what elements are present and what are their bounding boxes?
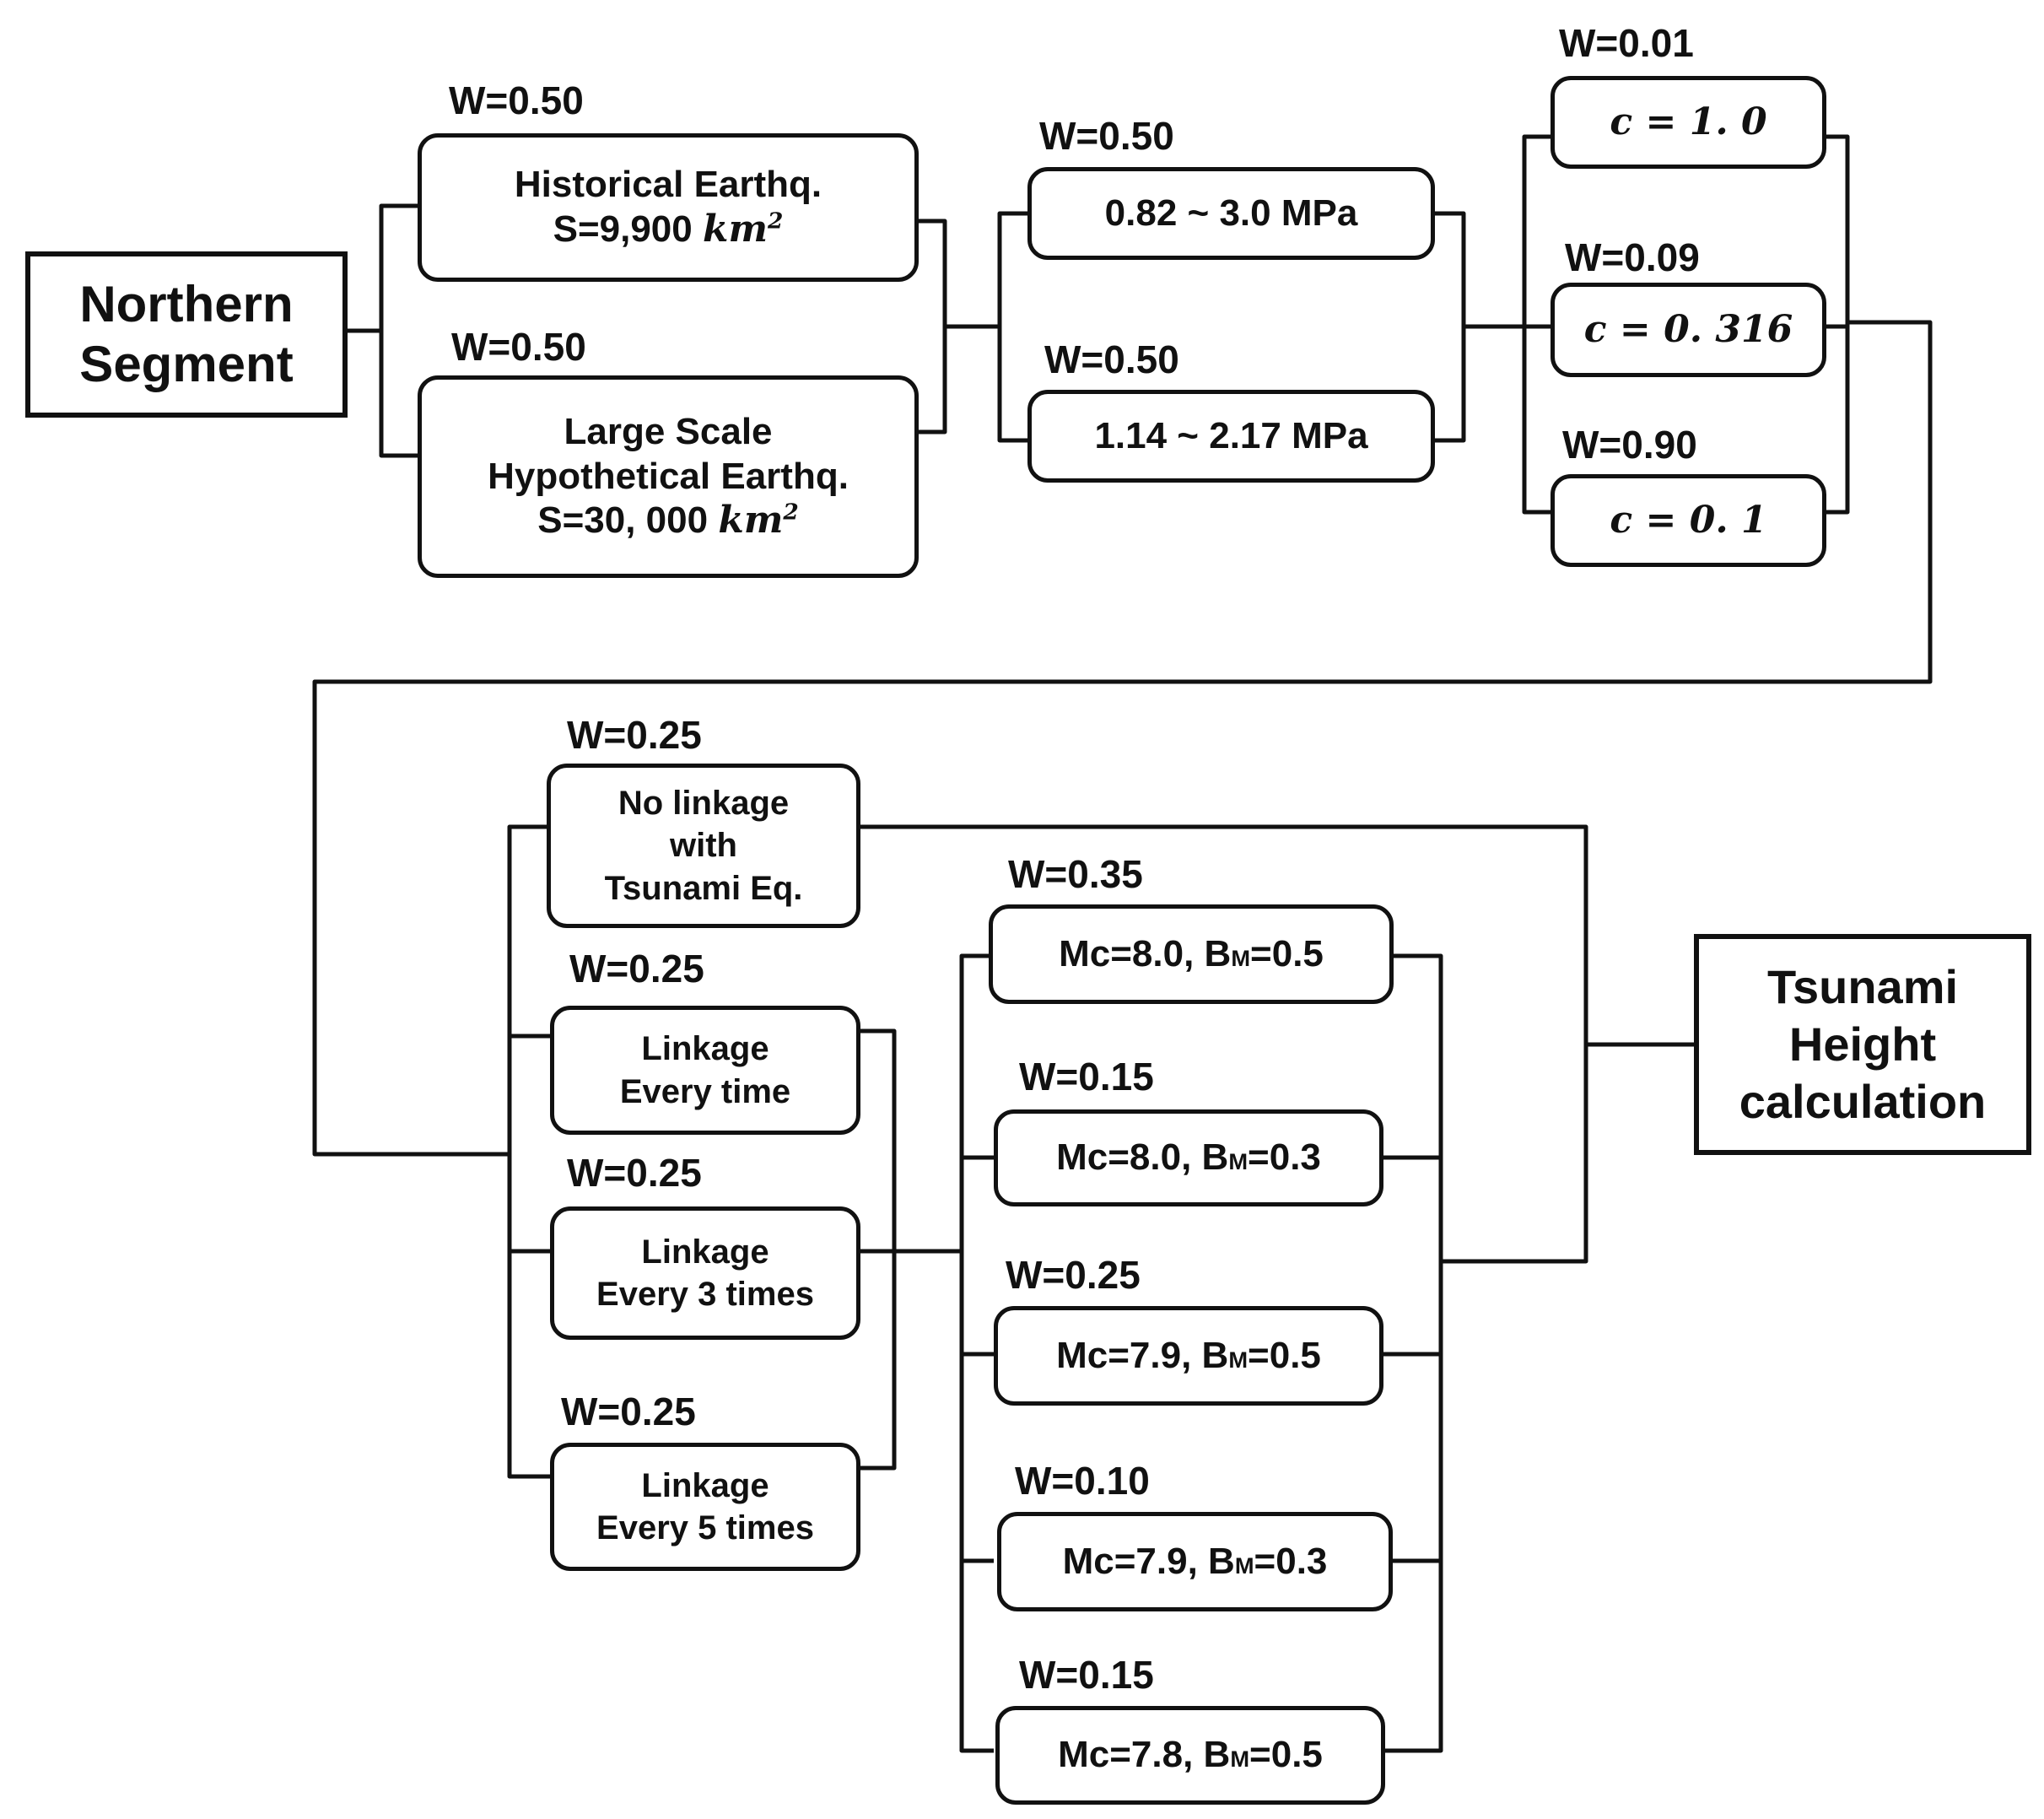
- connector-linkage-to-mc: [858, 953, 994, 1753]
- node-large-scale-line1: Large Scale: [564, 410, 773, 452]
- node-linkage-every-3-line2: Every 3 times: [596, 1276, 814, 1313]
- connector-mc-to-end: [1381, 953, 1588, 1753]
- node-mc-3: Mc=7.9, BM=0.5: [994, 1306, 1383, 1406]
- node-northern-segment: Northern Segment: [25, 251, 348, 418]
- weight-mc-3: W=0.25: [1006, 1253, 1141, 1297]
- weight-linkage-3: W=0.25: [567, 1151, 702, 1195]
- node-stress-1: 0.82 ~ 3.0 MPa: [1027, 167, 1435, 260]
- node-historical-line1: Historical Earthq.: [514, 164, 822, 206]
- weight-mc-4: W=0.10: [1015, 1459, 1150, 1503]
- node-large-scale-earthq: Large Scale Hypothetical Earthq. S=30, 0…: [418, 375, 919, 578]
- weight-mc-5: W=0.15: [1019, 1653, 1154, 1697]
- node-linkage-every-time-line1: Linkage: [641, 1030, 769, 1068]
- node-c-3-label: c = 0. 1: [1610, 498, 1767, 542]
- node-northern-segment-line2: Segment: [79, 335, 294, 392]
- weight-stress-2: W=0.50: [1044, 337, 1179, 381]
- node-no-linkage-line1: No linkage: [618, 784, 790, 822]
- node-northern-segment-line1: Northern: [79, 275, 294, 332]
- node-mc-5: Mc=7.8, BM=0.5: [995, 1706, 1385, 1805]
- node-tsunami-height-calculation: Tsunami Height calculation: [1694, 934, 2031, 1155]
- connector-linkage-tree: [507, 824, 550, 1479]
- node-c-2: c = 0. 316: [1551, 283, 1826, 377]
- node-mc-5-label: Mc=7.8, BM=0.5: [1058, 1734, 1323, 1776]
- node-linkage-every-5-line2: Every 5 times: [596, 1509, 814, 1546]
- node-stress-2: 1.14 ~ 2.17 MPa: [1027, 390, 1435, 483]
- node-linkage-every-5: Linkage Every 5 times: [550, 1443, 860, 1571]
- weight-mc-1: W=0.35: [1008, 852, 1143, 896]
- connector-start-to-area: [346, 203, 418, 458]
- weight-large-scale: W=0.50: [451, 325, 586, 369]
- node-tsunami-line3: calculation: [1739, 1075, 1987, 1129]
- weight-c-1: W=0.01: [1559, 21, 1694, 65]
- node-no-linkage-line2: with: [670, 827, 737, 865]
- node-mc-2-label: Mc=8.0, BM=0.3: [1056, 1136, 1321, 1179]
- node-linkage-every-time-line2: Every time: [619, 1072, 791, 1110]
- node-mc-4-label: Mc=7.9, BM=0.3: [1062, 1540, 1328, 1582]
- node-tsunami-line1: Tsunami: [1766, 959, 1959, 1013]
- weight-stress-1: W=0.50: [1039, 114, 1174, 158]
- node-c-2-label: c = 0. 316: [1583, 307, 1793, 351]
- node-mc-4: Mc=7.9, BM=0.3: [997, 1512, 1393, 1611]
- node-c-1: c = 1. 0: [1551, 76, 1826, 169]
- connector-nolinkage-to-end: [858, 824, 1694, 1047]
- node-c-1-label: c = 1. 0: [1610, 100, 1767, 143]
- weight-c-2: W=0.09: [1565, 235, 1700, 279]
- node-no-linkage: No linkage with Tsunami Eq.: [547, 764, 860, 928]
- node-mc-2: Mc=8.0, BM=0.3: [994, 1109, 1383, 1206]
- connector-c-to-linkage: [312, 134, 1933, 1157]
- node-historical-earthq: Historical Earthq. S=9,900 km2: [418, 133, 919, 282]
- node-tsunami-line2: Height: [1788, 1017, 1937, 1071]
- weight-linkage-4: W=0.25: [561, 1390, 696, 1433]
- node-mc-1-label: Mc=8.0, BM=0.5: [1059, 932, 1324, 974]
- node-linkage-every-5-line1: Linkage: [641, 1466, 769, 1504]
- node-linkage-every-time: Linkage Every time: [550, 1006, 860, 1135]
- weight-c-3: W=0.90: [1562, 423, 1697, 467]
- connector-stress-to-c: [1432, 134, 1551, 515]
- node-mc-3-label: Mc=7.9, BM=0.5: [1056, 1334, 1321, 1376]
- connector-area-to-stress: [915, 211, 1027, 443]
- node-linkage-every-3-line1: Linkage: [641, 1233, 769, 1271]
- weight-historical: W=0.50: [449, 78, 584, 122]
- weight-linkage-1: W=0.25: [567, 713, 702, 757]
- node-stress-1-label: 0.82 ~ 3.0 MPa: [1104, 192, 1358, 234]
- node-no-linkage-line3: Tsunami Eq.: [604, 869, 803, 907]
- node-c-3: c = 0. 1: [1551, 474, 1826, 567]
- node-stress-2-label: 1.14 ~ 2.17 MPa: [1094, 414, 1368, 456]
- node-large-scale-line2: Hypothetical Earthq.: [488, 455, 849, 497]
- weight-mc-2: W=0.15: [1019, 1055, 1154, 1098]
- weight-linkage-2: W=0.25: [569, 947, 704, 990]
- node-historical-area: S=9,900 km2: [553, 208, 784, 251]
- node-linkage-every-3: Linkage Every 3 times: [550, 1206, 860, 1340]
- node-large-scale-area: S=30, 000 km2: [537, 499, 799, 542]
- node-mc-1: Mc=8.0, BM=0.5: [989, 904, 1394, 1004]
